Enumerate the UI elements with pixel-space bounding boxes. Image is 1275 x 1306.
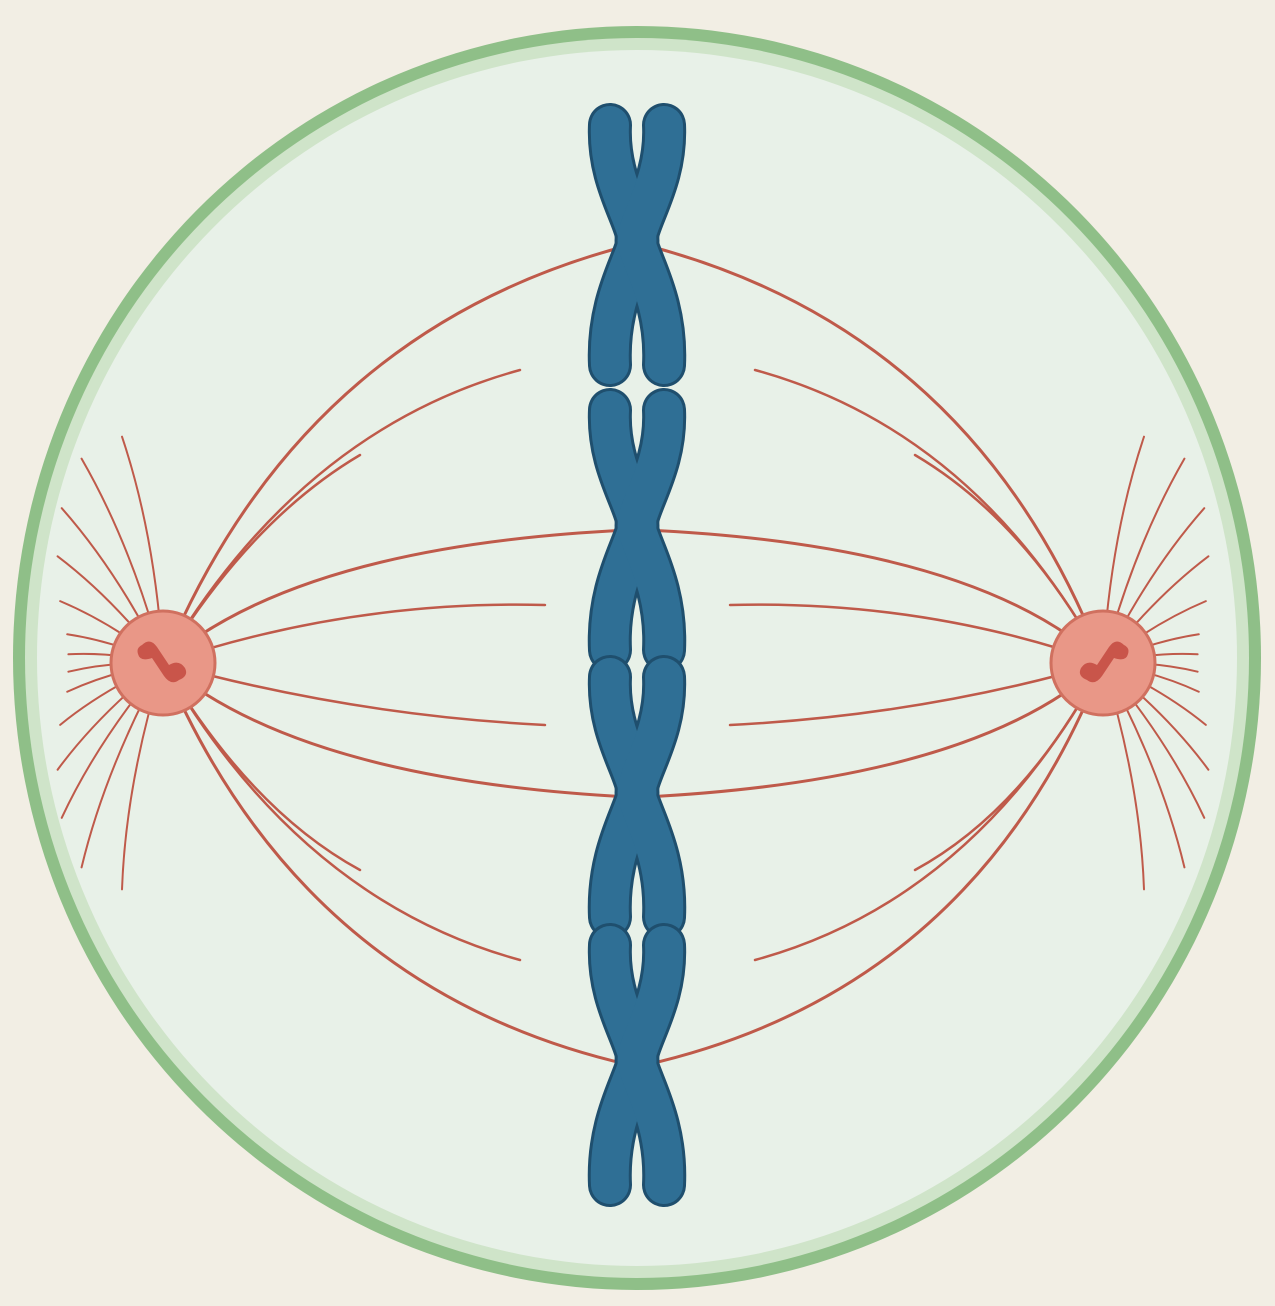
left-centrosome [111,611,215,715]
right-centrosome [1051,611,1155,715]
